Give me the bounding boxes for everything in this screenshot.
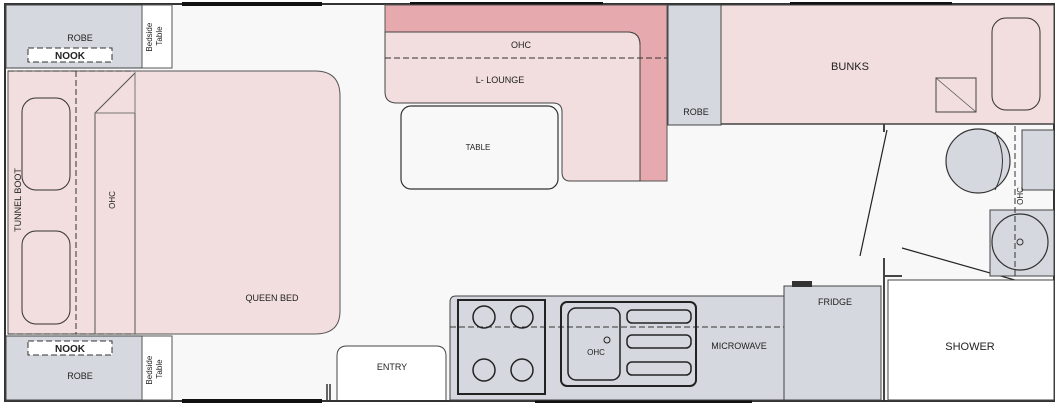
burner (472, 358, 496, 382)
nook-bottom (27, 340, 113, 356)
nook-bottom-label: NOOK (55, 344, 86, 355)
bedside-table-bottom-label: Bedside Table (145, 353, 164, 384)
bunk-ladder-line (935, 77, 977, 113)
toilet-bowl (945, 128, 1011, 194)
bedside-table-bottom (141, 335, 173, 401)
entry-label: ENTRY (377, 362, 407, 372)
shower-label: SHOWER (945, 341, 995, 353)
robe-top-label: ROBE (67, 33, 93, 43)
tunnel-boot-label: TUNNEL BOOT (13, 168, 23, 232)
ohc-left-label: OHC (108, 191, 117, 209)
ohc-kitchen-label: OHC (587, 348, 605, 357)
bedside-word: Bedside (145, 22, 154, 51)
queen-bed (7, 70, 341, 335)
bedside-table-top (141, 4, 173, 69)
l-lounge-label: L- LOUNGE (476, 75, 525, 85)
basin (991, 213, 1049, 271)
fridge-label: FRIDGE (818, 297, 852, 307)
ohc-lounge-label: OHC (511, 40, 532, 50)
burner (472, 305, 496, 329)
drainer-rib (626, 361, 692, 376)
shower (887, 279, 1055, 401)
robe-mid-label: ROBE (683, 107, 709, 117)
fridge (783, 285, 882, 401)
table-word: Table (155, 359, 164, 379)
cooktop (457, 299, 546, 395)
bedside-word: Bedside (145, 355, 154, 384)
sink-bowl (567, 307, 621, 381)
toilet-seat-edge (994, 131, 1003, 191)
sink-drain (603, 336, 611, 344)
drainer-rib (626, 309, 692, 324)
l-lounge (384, 31, 641, 182)
ohc-bath-label: OHC (1016, 187, 1025, 205)
table-word: Table (155, 26, 164, 46)
bathroom-door (859, 129, 888, 257)
microwave-label: MICROWAVE (711, 341, 767, 351)
table (400, 105, 559, 190)
tunnel-boot-panel-top (21, 97, 71, 191)
burner (510, 358, 534, 382)
basin-drain (1016, 238, 1024, 246)
ohc-left (94, 71, 136, 334)
robe-bottom-label: ROBE (67, 371, 93, 381)
entry-step (336, 345, 447, 400)
toilet-cistern (1021, 129, 1055, 191)
nook-top-label: NOOK (55, 51, 86, 62)
burner (510, 305, 534, 329)
drainer-rib (626, 334, 692, 349)
bedside-table-top-label: Bedside Table (145, 20, 164, 51)
windows (182, 2, 952, 403)
tunnel-boot-panel-bottom (21, 230, 71, 325)
sink-unit (560, 301, 697, 387)
kitchen-bench (449, 295, 785, 401)
queen-bed-label: QUEEN BED (245, 293, 299, 303)
nook-top (27, 47, 113, 63)
fridge-vent (792, 281, 812, 287)
table-label: TABLE (466, 143, 491, 152)
robe-mid (667, 4, 722, 126)
bunk-pillow (991, 17, 1041, 111)
bunks-label: BUNKS (831, 61, 869, 73)
